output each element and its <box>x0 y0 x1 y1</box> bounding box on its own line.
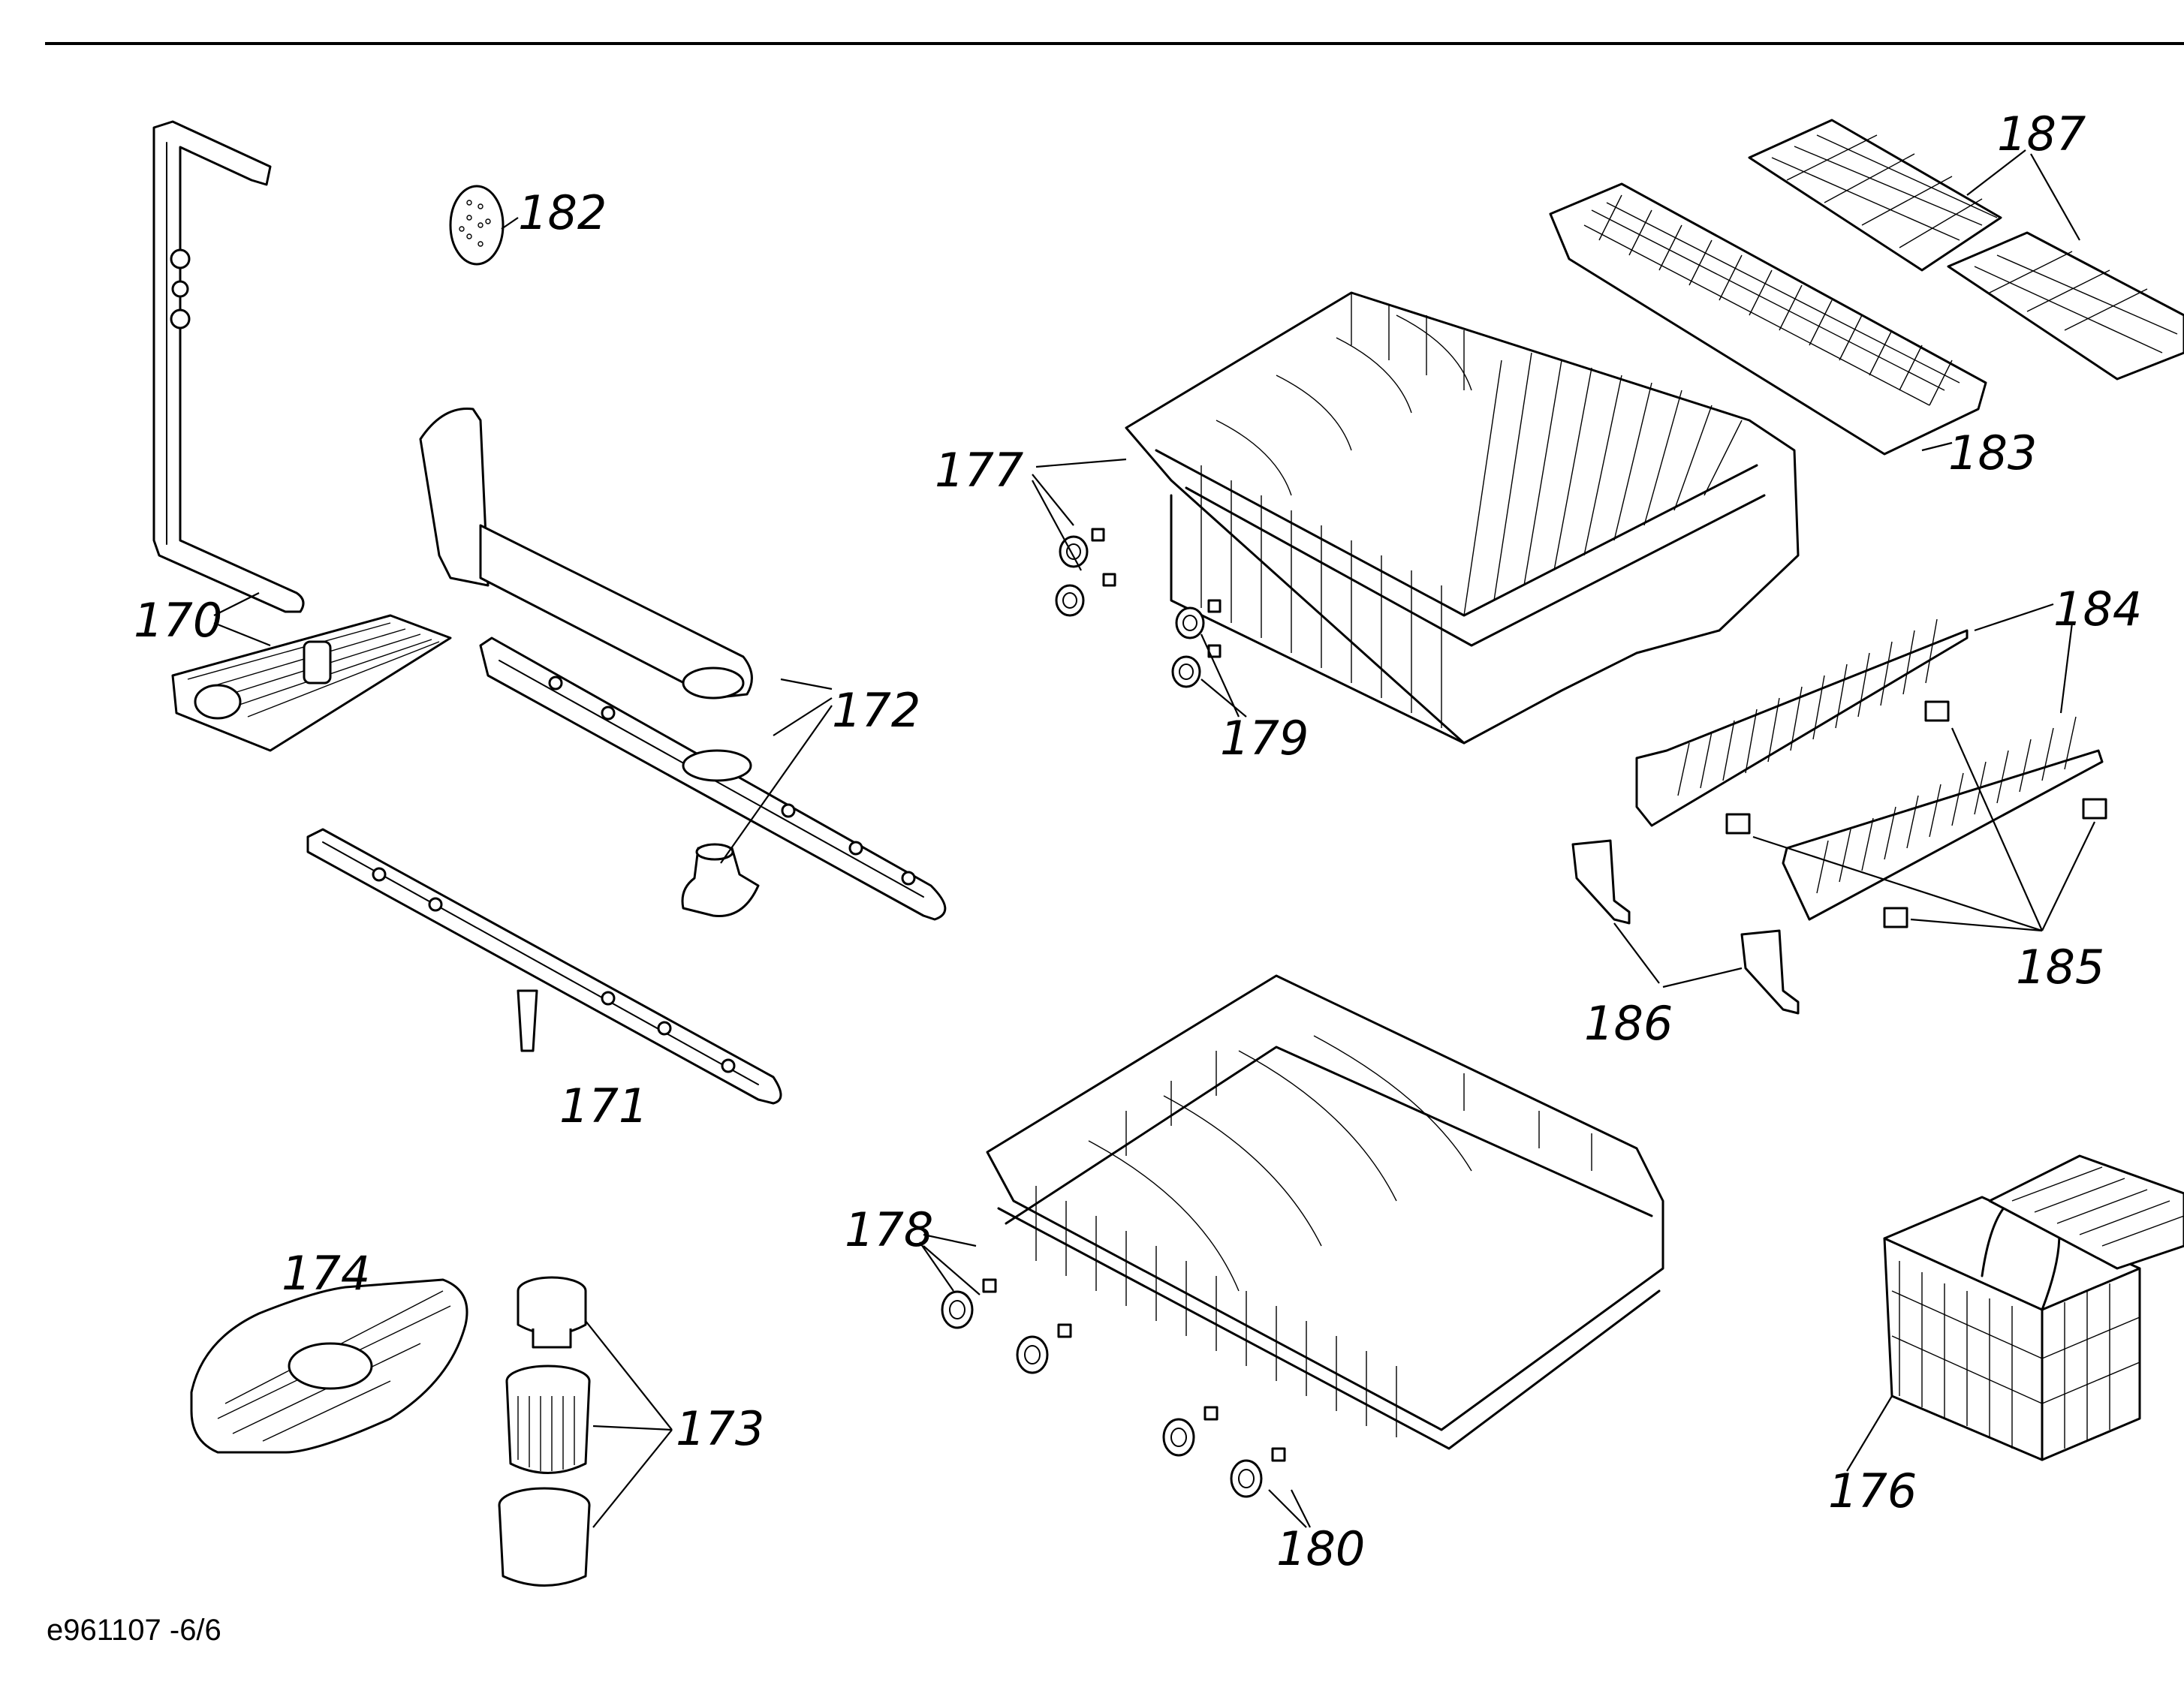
spray-arm-feed-pipe-part-172 <box>419 408 753 700</box>
callout-177: 177 <box>935 443 1023 498</box>
document-code: e961107 -6/6 <box>47 1614 221 1647</box>
callout-173: 173 <box>676 1401 764 1456</box>
upper-basket-rollers-part-179 <box>1171 599 1222 688</box>
callout-187: 187 <box>1997 107 2086 161</box>
callout-176: 176 <box>1828 1464 1917 1518</box>
lower-basket <box>986 974 1664 1450</box>
callout-185: 185 <box>2016 940 2104 994</box>
spray-pipe-part-170 <box>152 120 305 613</box>
lower-basket-rollers-part-180 <box>1162 1406 1286 1498</box>
callout-180: 180 <box>1276 1521 1365 1576</box>
callout-186: 186 <box>1584 996 1673 1051</box>
filter-cylinders-part-173 <box>498 1276 591 1587</box>
callout-182: 182 <box>518 185 607 240</box>
upper-basket <box>1125 291 1800 745</box>
callout-184: 184 <box>2053 582 2142 636</box>
strainer-disc-part-182 <box>449 185 505 266</box>
cup-shelves-part-187 <box>1748 119 2184 381</box>
upper-spray-arm-part-172 <box>479 636 947 921</box>
callout-172: 172 <box>832 683 920 738</box>
callout-174: 174 <box>282 1246 370 1301</box>
callout-170: 170 <box>134 593 222 648</box>
callout-171: 171 <box>559 1079 648 1133</box>
callout-179: 179 <box>1220 711 1309 766</box>
tine-racks-part-184 <box>1635 618 2104 921</box>
leader-lines <box>213 149 2095 1528</box>
lower-basket-rollers-part-178 <box>941 1278 1072 1374</box>
flat-filter-part-174 <box>190 1278 468 1454</box>
callout-labels: 170 171 172 173 174 176 177 178 179 180 … <box>134 107 2142 1576</box>
upper-basket-rollers-part-177 <box>1055 528 1116 617</box>
cutlery-tray-part-183 <box>1549 182 1987 456</box>
callout-183: 183 <box>1948 426 2037 480</box>
lower-spray-arm-part-171 <box>306 828 782 1105</box>
filter-housing-part-170 <box>171 614 452 752</box>
spray-arm-hub-part-172 <box>681 843 760 917</box>
tine-clips-part-185 <box>1725 700 2107 928</box>
tine-holders-part-186 <box>1571 839 1800 1015</box>
callout-178: 178 <box>845 1202 933 1257</box>
cutlery-basket-part-176 <box>1883 1154 2184 1461</box>
